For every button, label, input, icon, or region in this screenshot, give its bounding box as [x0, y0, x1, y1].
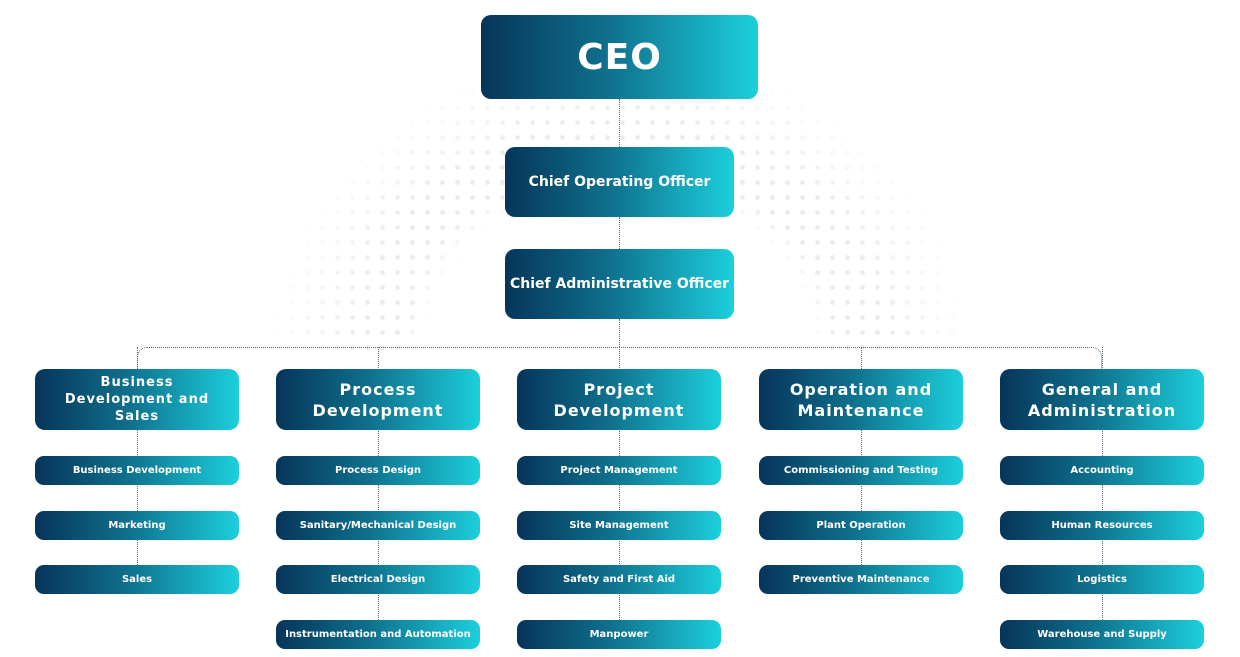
unit-box: Business Development: [35, 456, 239, 485]
connector-coo-cao: [619, 217, 620, 249]
department-box: Project Development: [517, 369, 721, 430]
connector-ceo-coo: [619, 99, 620, 147]
department-box: Operation and Maintenance: [759, 369, 963, 430]
unit-box: Site Management: [517, 511, 721, 540]
connector-cao-depts: [619, 319, 620, 347]
department-box: Process Development: [276, 369, 480, 430]
cao-box: Chief Administrative Officer: [505, 249, 734, 319]
ceo-box: CEO: [481, 15, 758, 99]
unit-box: Instrumentation and Automation: [276, 620, 480, 649]
unit-box: Warehouse and Supply: [1000, 620, 1204, 649]
unit-box: Electrical Design: [276, 565, 480, 594]
unit-box: Commissioning and Testing: [759, 456, 963, 485]
unit-box: Process Design: [276, 456, 480, 485]
unit-box: Manpower: [517, 620, 721, 649]
department-connector: [619, 347, 620, 634]
unit-box: Safety and First Aid: [517, 565, 721, 594]
unit-box: Plant Operation: [759, 511, 963, 540]
department-connector: [1102, 347, 1103, 634]
department-box: Business Development and Sales: [35, 369, 239, 430]
coo-box: Chief Operating Officer: [505, 147, 734, 217]
unit-box: Marketing: [35, 511, 239, 540]
unit-box: Sanitary/Mechanical Design: [276, 511, 480, 540]
unit-box: Sales: [35, 565, 239, 594]
unit-box: Human Resources: [1000, 511, 1204, 540]
unit-box: Logistics: [1000, 565, 1204, 594]
department-connector: [378, 347, 379, 634]
unit-box: Accounting: [1000, 456, 1204, 485]
unit-box: Project Management: [517, 456, 721, 485]
department-box: General and Administration: [1000, 369, 1204, 430]
unit-box: Preventive Maintenance: [759, 565, 963, 594]
